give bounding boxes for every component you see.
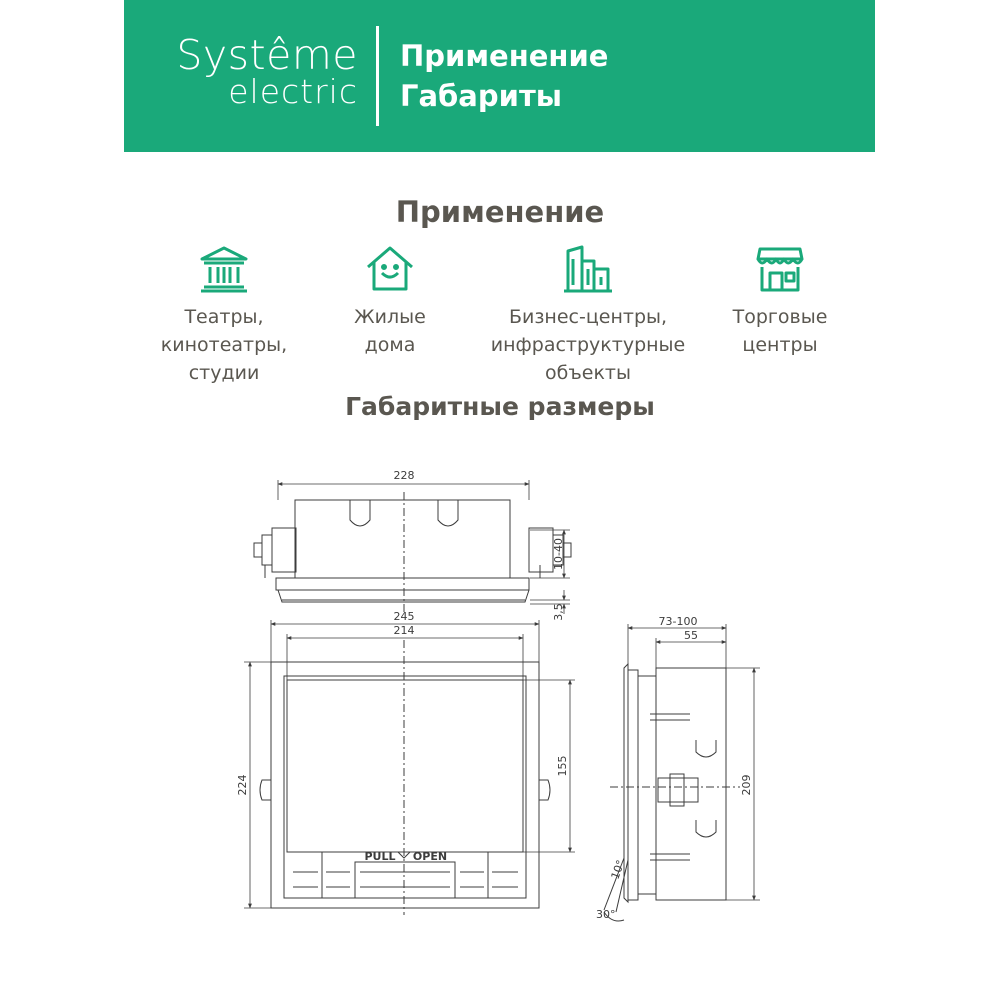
label-line: студии	[188, 362, 260, 384]
logo-line1: Systême	[176, 31, 358, 79]
side-height-label: 209	[740, 775, 753, 796]
angle-label: 30°	[596, 908, 616, 921]
inner-height-label: 155	[556, 756, 569, 777]
theater-building-icon	[200, 246, 248, 293]
header-title-line1: Применение	[400, 39, 609, 73]
application-label: Жилые дома	[270, 303, 510, 359]
outer-height-label: 224	[236, 775, 249, 796]
application-label: Торговые центры	[660, 303, 900, 359]
store-icon	[756, 247, 804, 292]
side-inner-label: 55	[684, 629, 698, 642]
house-icon	[367, 246, 413, 291]
header-title-line2: Габариты	[400, 79, 562, 113]
top-width-dimension	[277, 480, 530, 500]
application-label: Театры, кинотеатры, студии	[104, 303, 344, 387]
angle-small-label: 10°	[609, 858, 628, 881]
top-view	[253, 492, 572, 612]
side-depth-dimensions	[627, 624, 727, 668]
header-banner	[124, 0, 875, 152]
label-line: инфраструктурные	[490, 334, 686, 356]
label-line: Бизнес-центры,	[508, 306, 668, 328]
label-line: кинотеатры,	[160, 334, 288, 356]
top-height-dimension	[530, 529, 570, 614]
open-label: OPEN	[413, 850, 447, 863]
application-item-shopping-centers: Торговые центры	[660, 243, 900, 359]
label-line: Театры,	[184, 306, 264, 328]
inner-width-label: 214	[394, 624, 415, 637]
brand-logo: Systême electric	[148, 34, 358, 108]
label-line: объекты	[544, 362, 631, 384]
top-width-label: 228	[394, 469, 415, 482]
header-title: Применение Габариты	[400, 36, 608, 116]
label-line: дома	[364, 334, 416, 356]
application-item-business-centers: Бизнес-центры, инфраструктурные объекты	[468, 243, 708, 387]
dimensions-heading: Габаритные размеры	[345, 392, 655, 421]
outer-width-label: 245	[394, 610, 415, 623]
side-depth-label: 73-100	[659, 615, 698, 628]
logo-line2: electric	[228, 72, 358, 111]
front-view	[259, 640, 551, 915]
office-buildings-icon	[564, 245, 612, 293]
front-width-dimensions	[270, 620, 540, 680]
side-view	[603, 662, 740, 922]
top-height-label: 10-40	[552, 538, 565, 570]
label-line: Торговые	[732, 306, 828, 328]
label-line: Жилые	[354, 306, 426, 328]
front-height-dimensions	[244, 661, 575, 909]
header-divider	[376, 26, 379, 126]
label-line: центры	[742, 334, 818, 356]
side-height-dimension	[726, 667, 760, 901]
application-item-theaters: Театры, кинотеатры, студии	[104, 243, 344, 387]
pull-label: PULL	[364, 850, 395, 863]
application-label: Бизнес-центры, инфраструктурные объекты	[468, 303, 708, 387]
application-item-houses: Жилые дома	[270, 243, 510, 359]
application-heading: Применение	[395, 195, 605, 229]
top-offset-label: 3,5	[552, 603, 565, 621]
